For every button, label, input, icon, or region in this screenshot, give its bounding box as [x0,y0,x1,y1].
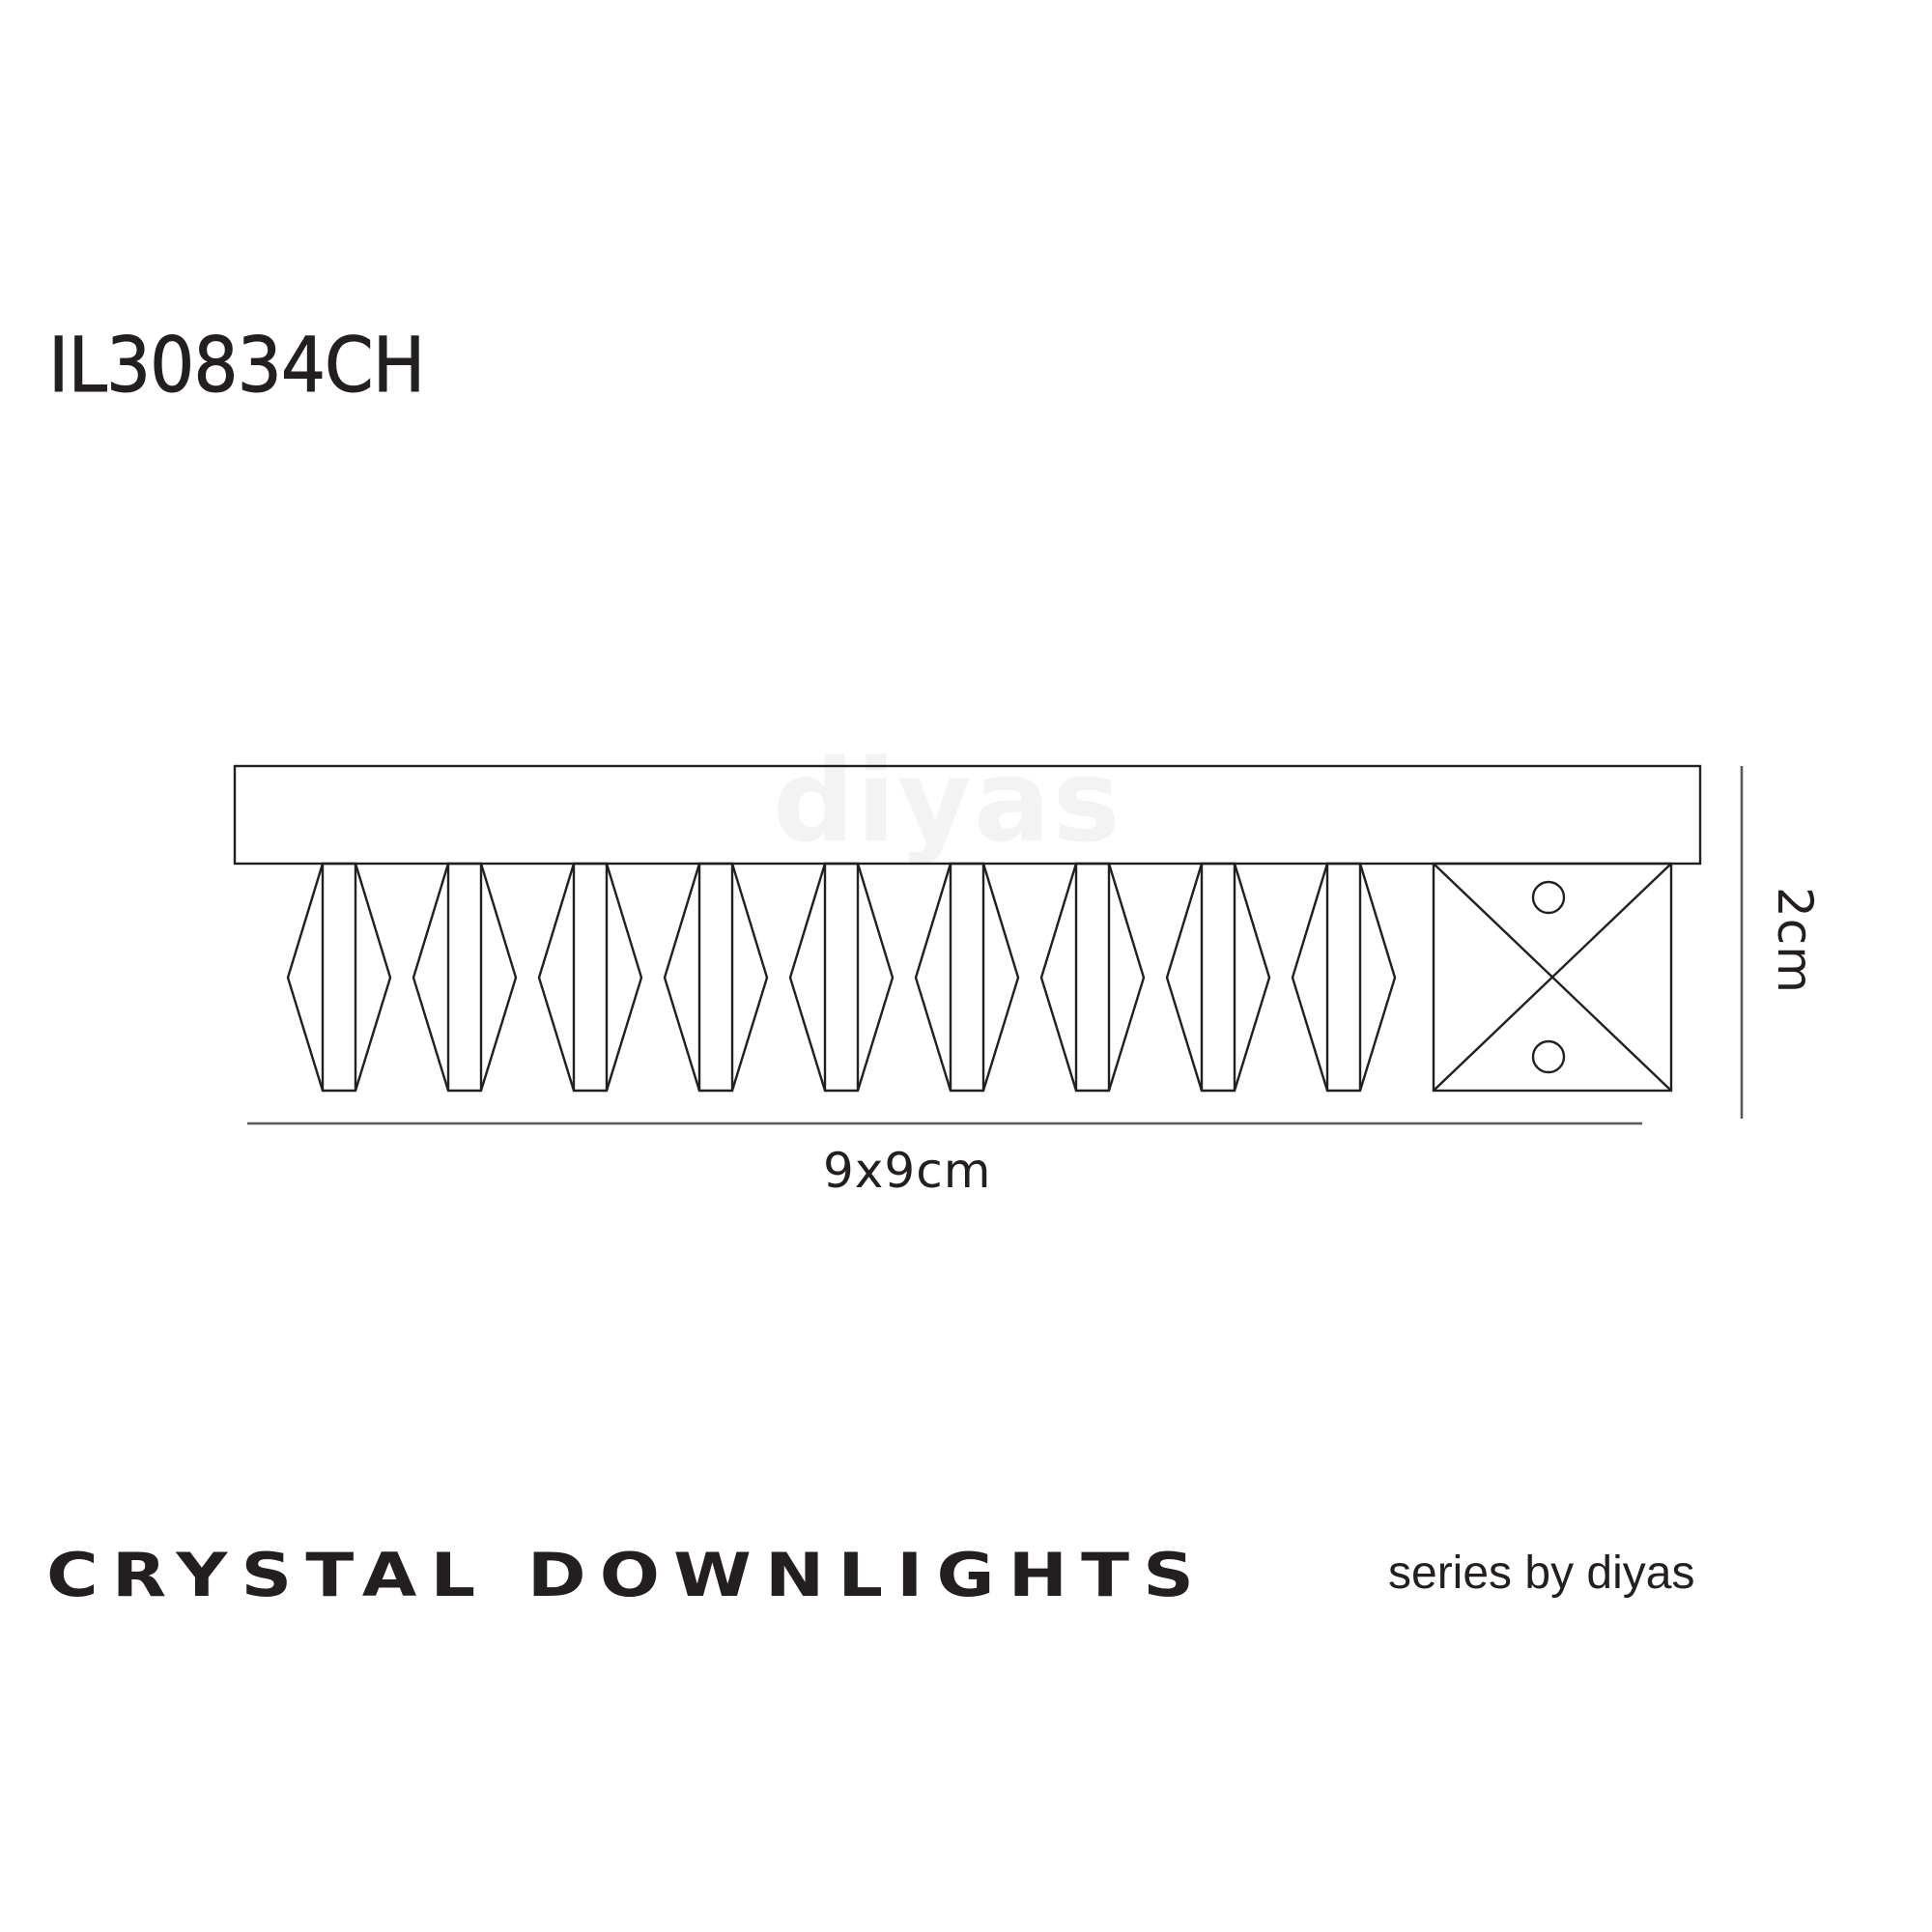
width-dimension-label: 9x9cm [823,1143,992,1199]
base-plate [233,764,1702,866]
crystal-1 [286,862,392,1093]
crystal-7 [1039,862,1146,1093]
product-code: IL30834CH [48,323,426,410]
crystal-6 [914,862,1020,1093]
mounting-hole-bottom [1531,1039,1566,1074]
crystal-9 [1291,862,1397,1093]
crystal-8 [1165,862,1271,1093]
crystal-5 [788,862,895,1093]
mounting-hole-top [1531,880,1566,915]
square-crystal [1432,862,1673,1093]
series-title: CRYSTAL DOWNLIGHTS [46,1540,1208,1610]
crystal-3 [537,862,643,1093]
diyas-watermark: diyas [773,734,1122,867]
height-dimension-label: 2cm [1767,887,1823,995]
series-subtitle: series by diyas [1388,1548,1695,1599]
crystal-4 [663,862,769,1093]
crystal-2 [412,862,518,1093]
